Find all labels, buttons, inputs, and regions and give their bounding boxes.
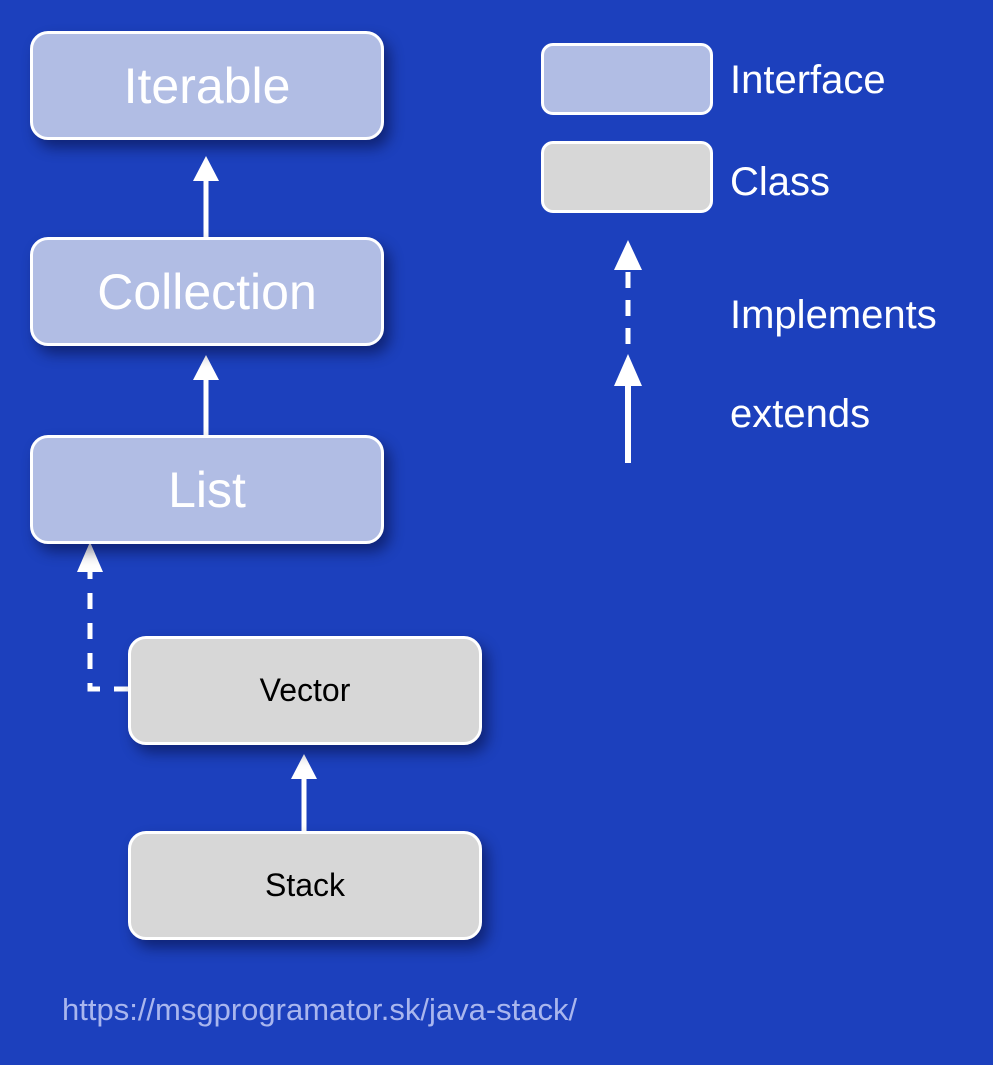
list-label: List (168, 461, 246, 518)
source-url: https://msgprogramator.sk/java-stack/ (62, 992, 578, 1027)
stack-label: Stack (264, 867, 346, 903)
legend-extends-arrow (614, 354, 642, 463)
arrow-collection-extends-iterable (193, 156, 219, 237)
legend-class-swatch (541, 141, 713, 213)
collection-node: Collection (30, 237, 384, 346)
collection-label: Collection (97, 263, 317, 320)
legend-implements-arrow (614, 240, 642, 344)
legend-interface-swatch (541, 43, 713, 115)
vector-label: Vector (259, 672, 351, 708)
list-node: List (30, 435, 384, 544)
iterable-node: Iterable (30, 31, 384, 140)
arrow-list-extends-collection (193, 355, 219, 435)
legend-implements-label: Implements (730, 293, 937, 337)
arrow-stack-extends-vector (291, 754, 317, 831)
legend-extends-label: extends (730, 392, 871, 436)
stack-node: Stack (128, 831, 482, 940)
arrow-vector-implements-list (77, 542, 130, 692)
legend-class-label: Class (730, 160, 831, 204)
legend-interface-label: Interface (730, 58, 886, 102)
vector-node: Vector (128, 636, 482, 745)
iterable-label: Iterable (123, 57, 291, 114)
